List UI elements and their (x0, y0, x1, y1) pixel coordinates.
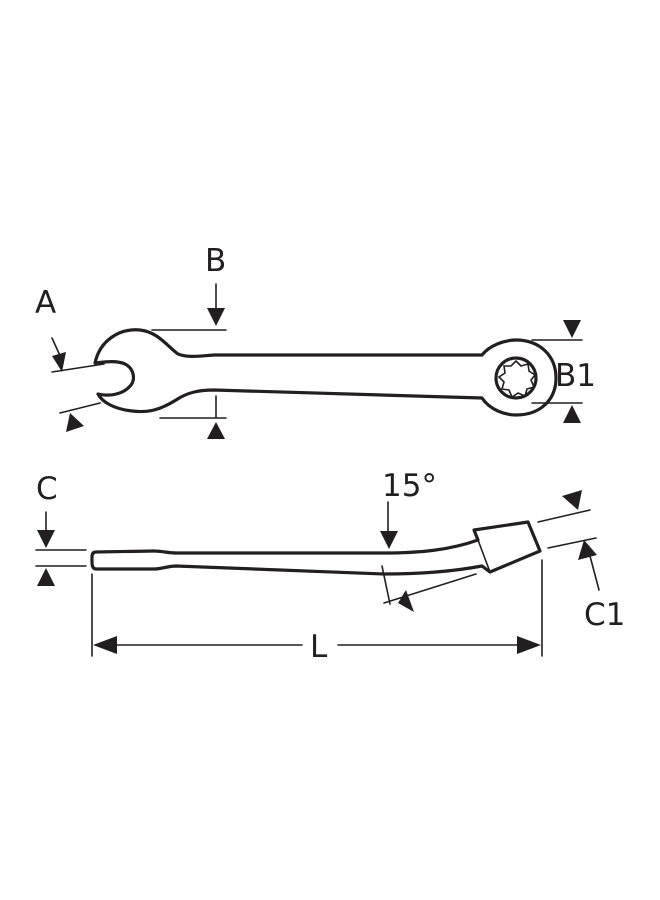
label-a: A (35, 285, 56, 321)
dimension-a: A (35, 285, 105, 432)
dimension-c: C (35, 471, 87, 586)
label-c1: C1 (584, 597, 625, 633)
dimension-angle: 15° (380, 468, 477, 612)
ring-end (494, 356, 538, 400)
label-b1: B1 (555, 358, 596, 394)
label-b: B (205, 243, 226, 279)
side-profile (90, 520, 542, 576)
dimension-l: L (91, 559, 543, 665)
wrench-top-view: A B B1 (35, 243, 596, 439)
dimension-b: B (151, 243, 227, 439)
wrench-side-view: C 15° C1 L (35, 468, 625, 665)
open-end-head (93, 328, 558, 417)
dimension-b1: B1 (531, 320, 596, 423)
label-l: L (310, 629, 328, 665)
dimension-c1: C1 (537, 490, 625, 633)
label-angle: 15° (382, 468, 437, 504)
label-c: C (36, 471, 58, 507)
